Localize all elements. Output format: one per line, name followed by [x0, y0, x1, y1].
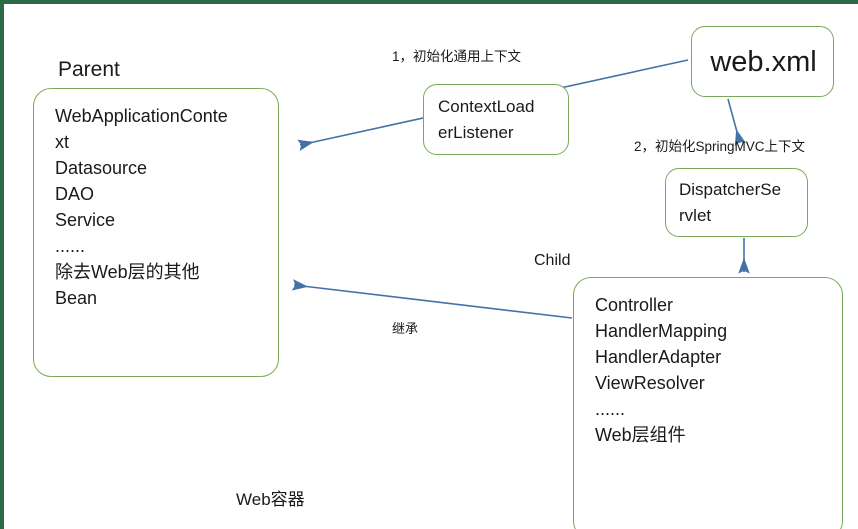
- step-1-label: 1，初始化通用上下文: [392, 49, 522, 64]
- inherit-label: 继承: [392, 321, 419, 336]
- parent-context-box[interactable]: WebApplicationConte xt Datasource DAO Se…: [33, 88, 279, 377]
- arrow-child-to-parent-inherit: [291, 279, 573, 319]
- web-xml-box[interactable]: web.xml: [691, 26, 834, 97]
- child-context-box-text: Controller HandlerMapping HandlerAdapter…: [595, 295, 728, 445]
- web-xml-box-text: web.xml: [710, 46, 817, 78]
- dispatcher-servlet-box[interactable]: DispatcherSe rvlet: [665, 168, 808, 237]
- child-label: Child: [534, 252, 571, 269]
- context-loader-listener-box-text: ContextLoad erListener: [438, 97, 535, 142]
- slide-frame-left-border: [0, 0, 4, 529]
- context-loader-listener-box[interactable]: ContextLoad erListener: [423, 84, 569, 155]
- dispatcher-servlet-box-text: DispatcherSe rvlet: [679, 180, 782, 225]
- child-context-box[interactable]: Controller HandlerMapping HandlerAdapter…: [573, 277, 843, 529]
- step-2-label: 2，初始化SpringMVC上下文: [634, 139, 806, 154]
- parent-context-box-text: WebApplicationConte xt Datasource DAO Se…: [55, 106, 228, 308]
- parent-label: Parent: [58, 58, 120, 81]
- web-container-label: Web容器: [236, 490, 305, 509]
- slide-frame-top-border: [0, 0, 858, 4]
